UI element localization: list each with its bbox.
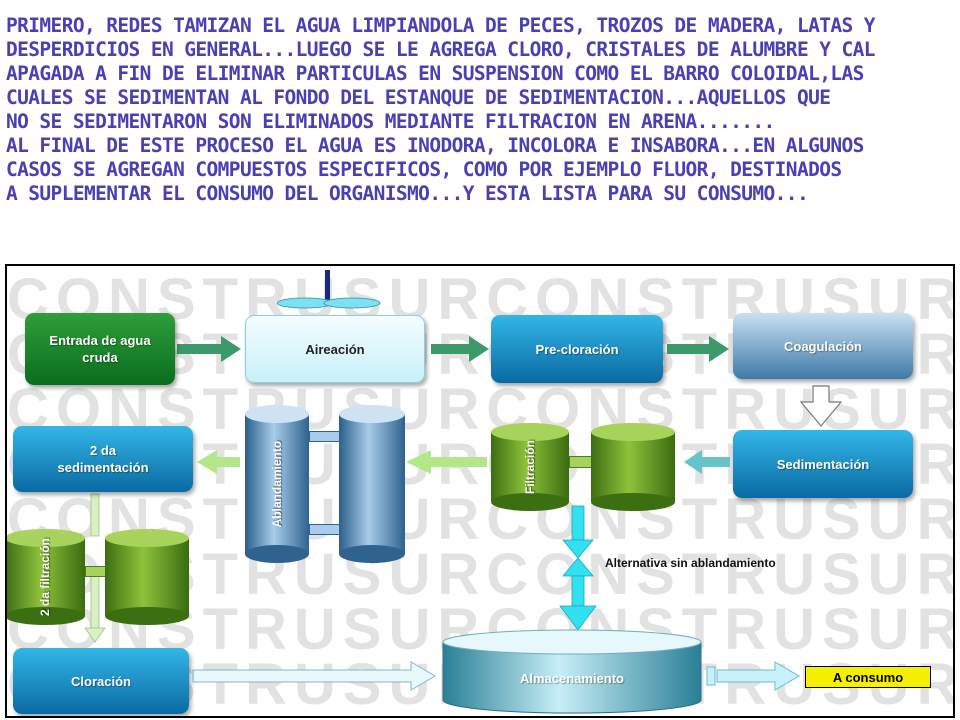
aerator-blade-right bbox=[323, 297, 381, 309]
2da-filtracion-tank-left: 2 da filtración bbox=[7, 529, 85, 625]
stage-filtracion-label: Filtración bbox=[523, 439, 537, 495]
filtracion-connector bbox=[569, 456, 593, 468]
flow-arrows bbox=[84, 270, 843, 691]
stage-2da-sedimentacion: 2 da sedimentación bbox=[13, 426, 193, 492]
stage-coagulacion-label: Coagulación bbox=[783, 338, 862, 354]
filtracion-tank-right bbox=[591, 423, 675, 511]
arrow-sedimentacion-filtracion bbox=[684, 450, 730, 474]
arrow-ablandamiento-2dasedimentacion bbox=[197, 450, 240, 474]
pipe-2dafil-cloracion bbox=[90, 575, 100, 629]
intro-paragraph: PRIMERO, REDES TAMIZAN EL AGUA LIMPIANDO… bbox=[6, 14, 876, 205]
pipe-2dased-2dafil bbox=[90, 493, 100, 537]
stage-2da-filtracion-label: 2 da filtración bbox=[38, 537, 52, 617]
ablandamiento-connector-bottom bbox=[309, 524, 341, 535]
arrow-precloracion-coagulacion bbox=[667, 336, 729, 362]
2da-filtracion-tank-right bbox=[105, 529, 189, 625]
arrow-coagulacion-sedimentacion bbox=[799, 385, 843, 427]
ablandamiento-connector-top bbox=[309, 431, 341, 442]
stage-cloracion: Cloración bbox=[13, 648, 189, 714]
arrow-cloracion-almacenamiento bbox=[192, 661, 436, 691]
alternative-path-label: Alternativa sin ablandamiento bbox=[605, 556, 776, 570]
stage-entrada: Entrada de agua cruda bbox=[25, 313, 175, 385]
arrow-alt-almacenamiento bbox=[559, 605, 597, 631]
water-treatment-diagram: CONSTRUSURCONSTRUSUR CONSTRUSURCONSTRUSU… bbox=[5, 264, 955, 718]
stage-cloracion-label: Cloración bbox=[71, 673, 131, 689]
stage-sedimentacion: Sedimentación bbox=[733, 430, 913, 498]
stage-aireacion-label: Aireación bbox=[305, 341, 365, 357]
stage-entrada-label: Entrada de agua cruda bbox=[49, 333, 151, 365]
ablandamiento-tank-right bbox=[339, 405, 405, 563]
stage-almacenamiento-label: Almacenamiento bbox=[519, 670, 625, 686]
arrow-almacenamiento-consumo bbox=[716, 661, 800, 691]
filtracion-tank-left: Filtración bbox=[491, 423, 569, 511]
pipe-alt-1 bbox=[571, 505, 585, 541]
stage-ablandamiento-label: Ablandamiento bbox=[270, 440, 284, 528]
stage-consumo-label: A consumo bbox=[832, 669, 904, 685]
alt-valve-top bbox=[562, 539, 594, 559]
ablandamiento-tank-left: Ablandamiento bbox=[245, 405, 309, 563]
stage-2da-sedimentacion-label: 2 da sedimentación bbox=[57, 443, 149, 475]
stage-coagulacion: Coagulación bbox=[733, 313, 913, 379]
stage-aireacion: Aireación bbox=[245, 315, 425, 383]
stage-consumo: A consumo bbox=[805, 666, 931, 688]
arrow-filtracion-ablandamiento bbox=[406, 450, 487, 474]
alt-valve-bottom bbox=[562, 557, 594, 577]
outlet-valve bbox=[706, 666, 716, 686]
arrow-2dafil-cloracion bbox=[84, 627, 106, 643]
pipe-alt-2 bbox=[571, 575, 585, 607]
stage-precloracion-label: Pre-cloración bbox=[535, 341, 619, 357]
stage-almacenamiento-drum bbox=[442, 629, 702, 714]
arrow-entrada-aireacion bbox=[177, 336, 241, 362]
2da-filtracion-connector bbox=[85, 566, 107, 577]
stage-almacenamiento: Almacenamiento bbox=[441, 658, 703, 698]
stage-precloracion: Pre-cloración bbox=[491, 315, 663, 383]
stage-sedimentacion-label: Sedimentación bbox=[776, 456, 870, 472]
arrow-aireacion-precloracion bbox=[431, 336, 489, 362]
aerator-shaft bbox=[325, 270, 330, 302]
